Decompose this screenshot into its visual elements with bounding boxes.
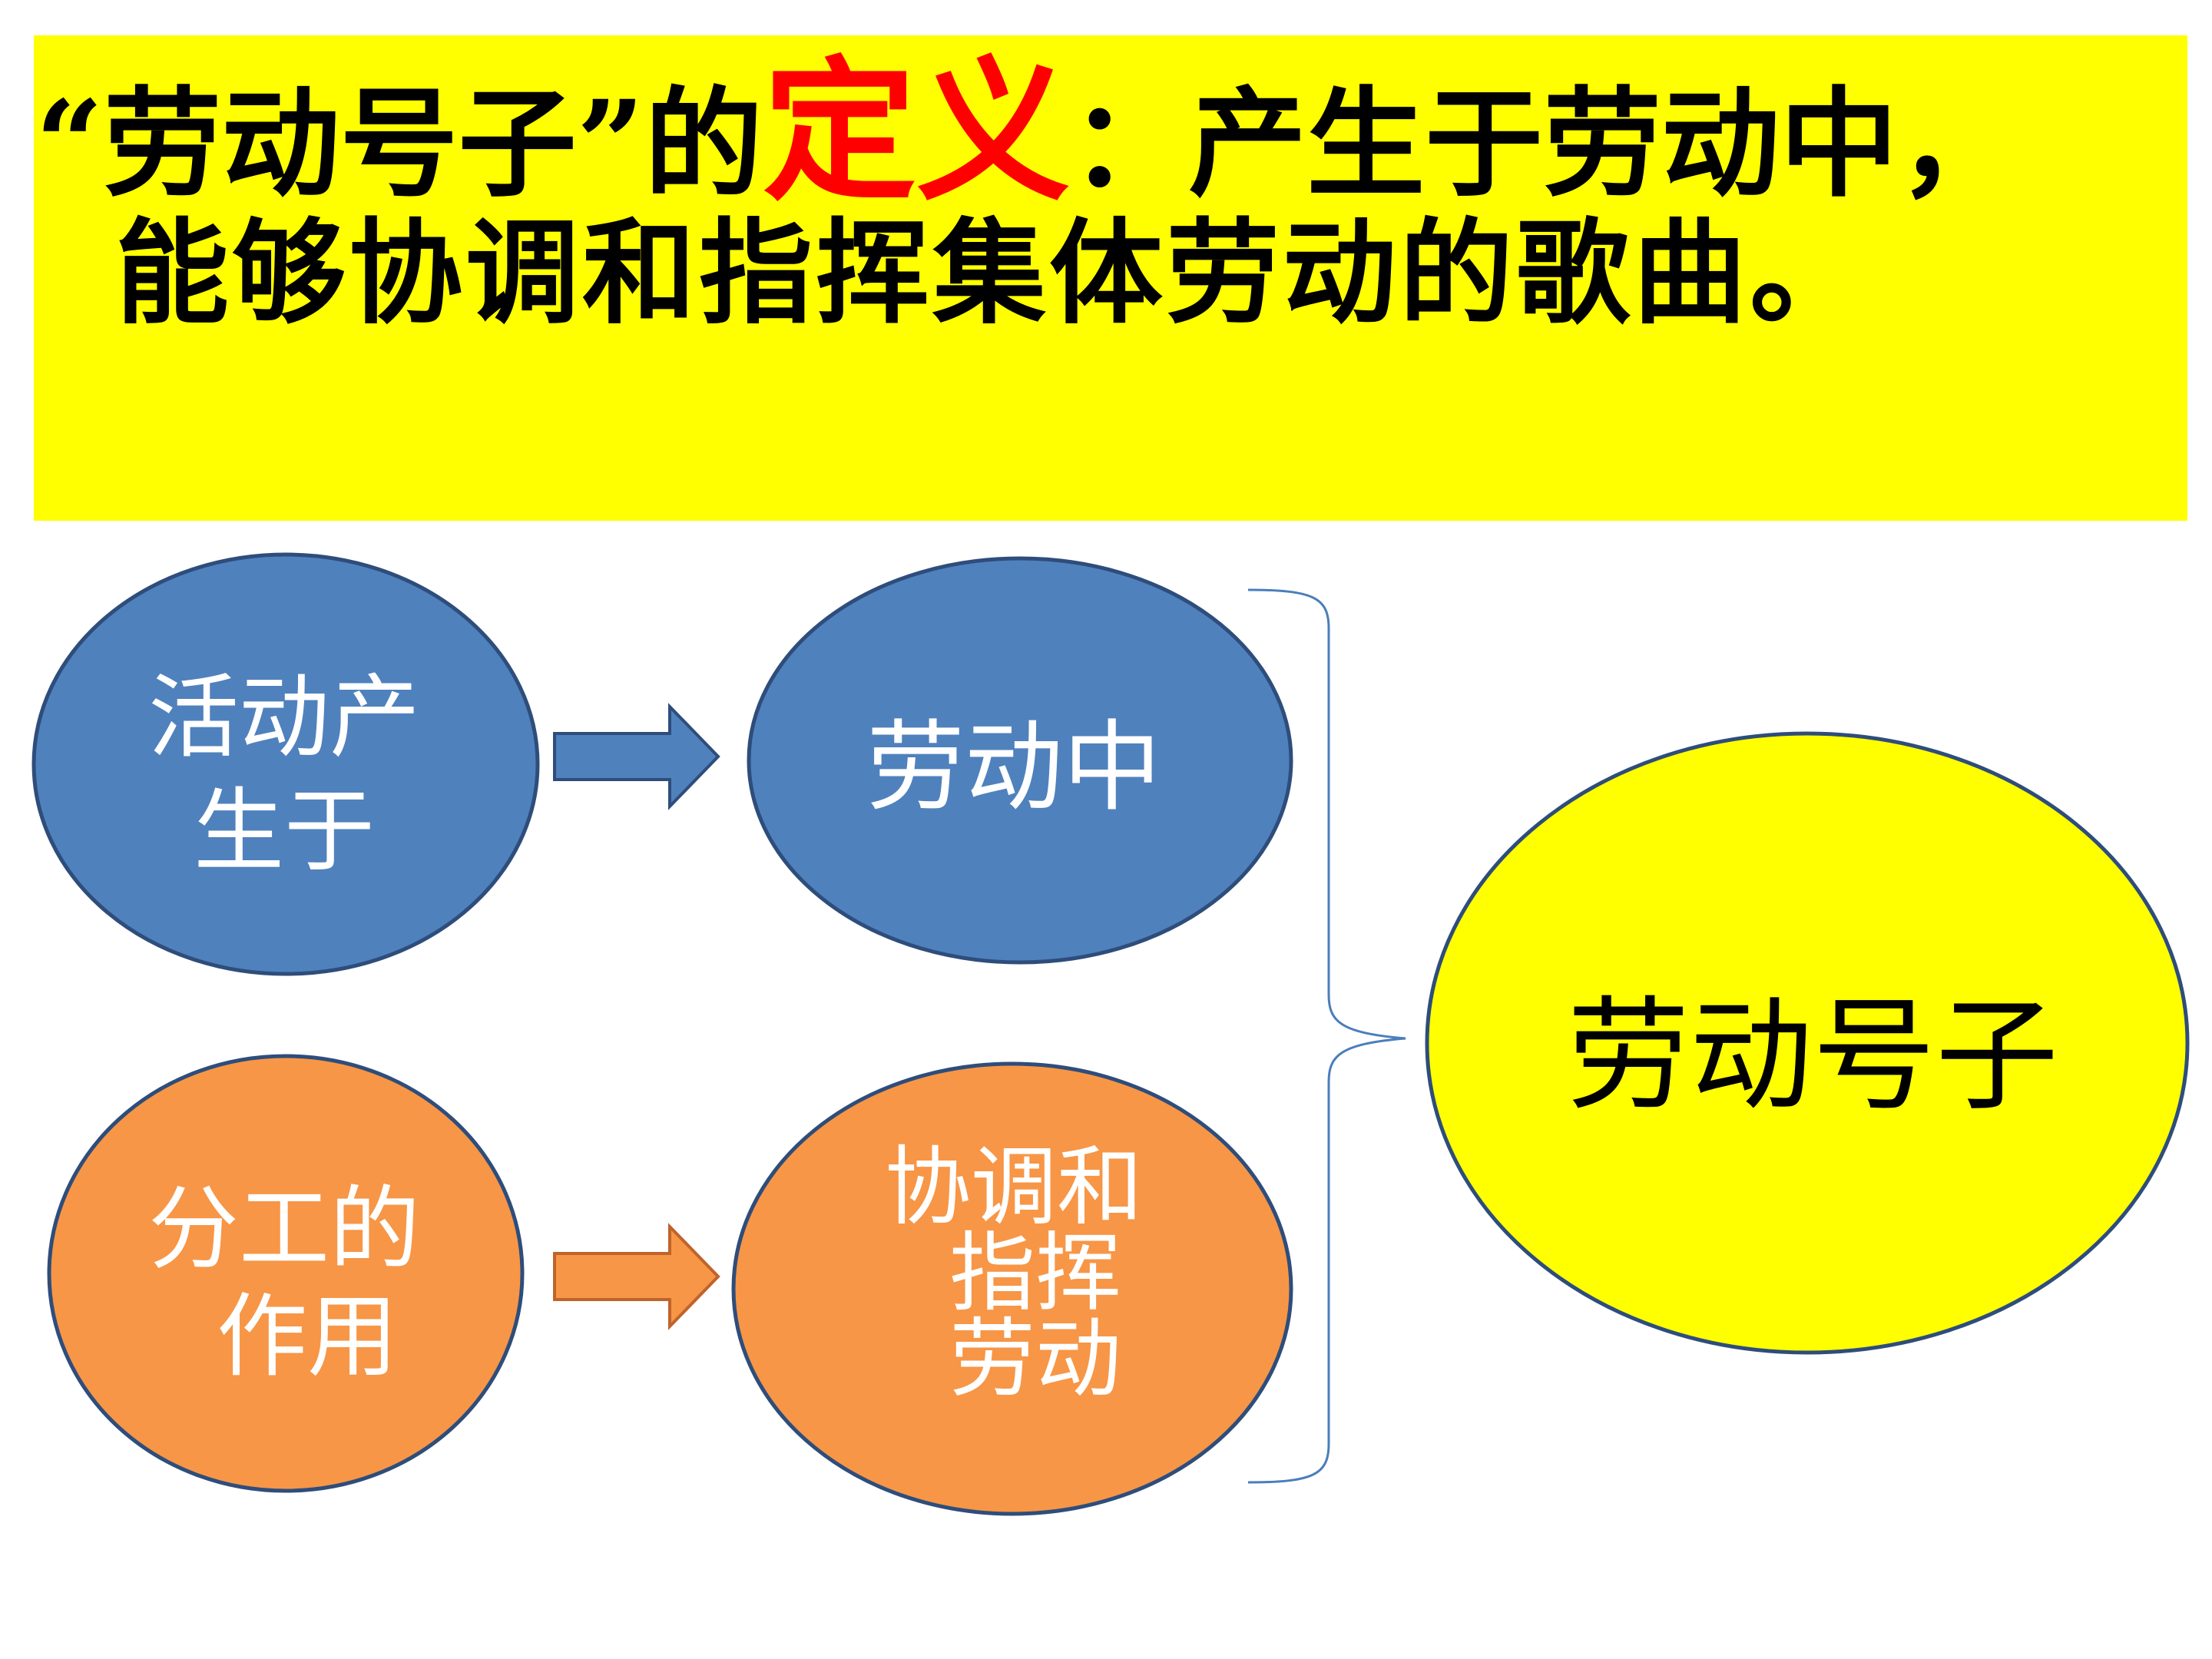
node-activity-label: 活动产 生于 [115, 661, 453, 888]
node-labor-chant [1425, 731, 2190, 1355]
node-division-line-2: 作用 [216, 1283, 398, 1389]
node-coordinate-label: 协调和 指挥 劳动 [799, 1144, 1229, 1402]
node-activity-line-2: 生于 [193, 778, 375, 884]
node-activity-source [31, 552, 540, 976]
arrow-right-icon [553, 1223, 720, 1330]
node-labor [747, 556, 1293, 965]
definition-line-2: 能够协调和指挥集体劳动的歌曲。 [115, 206, 1866, 339]
definition-prefix: “劳动号子”的 [35, 75, 763, 214]
node-result-label: 劳动号子 [1566, 984, 2058, 1128]
node-coordinate-line-3: 劳动 [949, 1310, 1121, 1409]
definition-suffix: ：产生于劳动中， [1070, 75, 2017, 214]
node-division-role [47, 1054, 525, 1493]
arrow-right-icon [553, 703, 720, 810]
definition-line-1: “劳动号子”的定义：产生于劳动中， [35, 55, 2016, 221]
node-coordinate-line-1: 协调和 [885, 1137, 1143, 1237]
definition-emphasis: 定义 [763, 41, 1071, 222]
node-coordinate-labor [731, 1061, 1293, 1516]
node-division-label: 分工的 作用 [115, 1175, 453, 1390]
right-brace-icon [1247, 588, 1406, 1484]
node-activity-line-1: 活动产 [147, 664, 420, 770]
node-division-line-1: 分工的 [147, 1176, 420, 1282]
node-coordinate-line-2: 指挥 [949, 1224, 1121, 1323]
node-labor-label: 劳动中 [866, 710, 1161, 825]
definition-banner [34, 35, 2187, 521]
